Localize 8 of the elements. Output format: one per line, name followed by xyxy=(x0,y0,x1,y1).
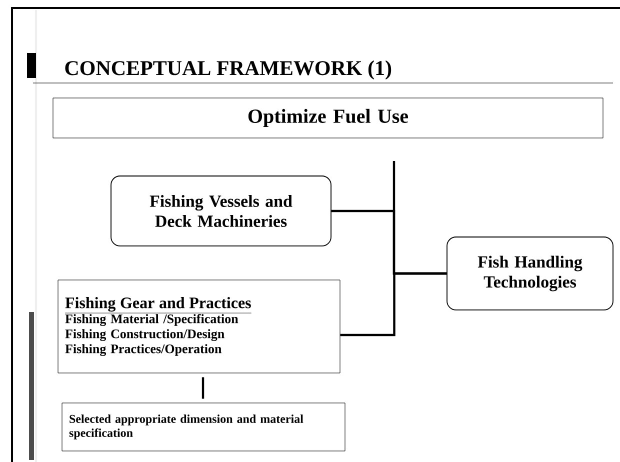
process-box: Fish Handling Technologies xyxy=(446,236,614,310)
list-box: Fishing Gear and Practices Fishing Material /Specification Fishing Construction/Design Fishing Practices/Operation xyxy=(58,280,340,374)
connector-line xyxy=(392,161,447,275)
connector-line xyxy=(202,377,204,399)
note-box: Selected appropriate dimension and material specification xyxy=(62,402,346,452)
title: CONCEPTUAL FRAMEWORK (1) xyxy=(65,60,392,80)
process-box: Fishing Vessels and Deck Machineries xyxy=(110,176,332,246)
goal-box: Optimize Fuel Use xyxy=(52,98,604,138)
